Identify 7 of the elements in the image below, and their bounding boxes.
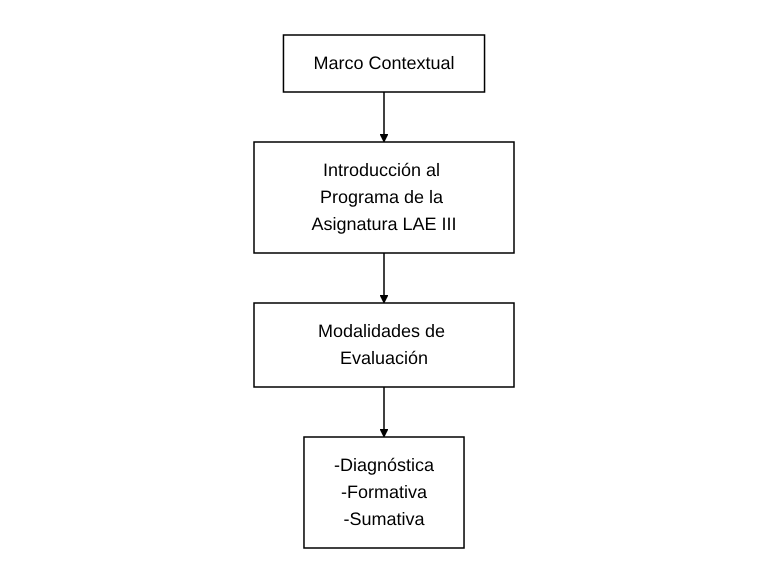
node-box: Modalidades de Evaluación — [252, 302, 514, 388]
node-box: Introducción al Programa de la Asignatura LAE III — [252, 141, 514, 254]
arrow — [379, 253, 388, 304]
node-box: -Diagnóstica -Formativa -Sumativa — [302, 436, 464, 549]
arrow — [379, 387, 388, 438]
arrow — [379, 92, 388, 142]
node-box: Marco Contextual — [282, 34, 485, 93]
